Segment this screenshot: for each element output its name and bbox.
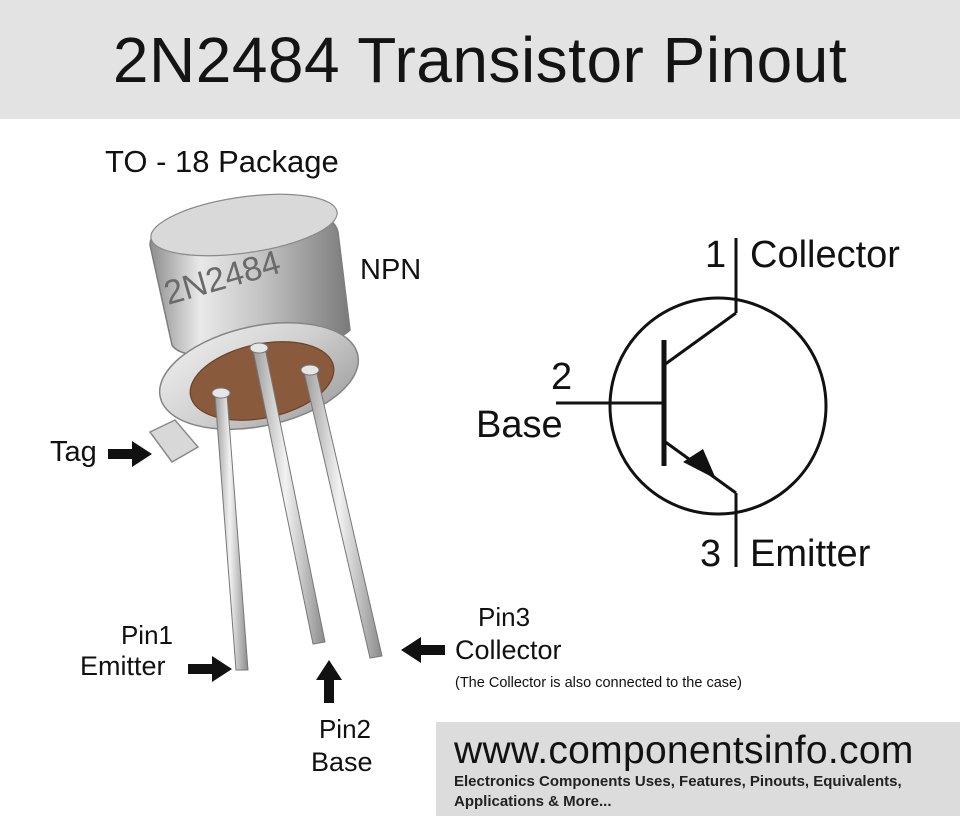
pin1-arrow [188,656,232,682]
pin1-number-label: Pin1 [120,620,174,650]
lead-emitter [211,387,249,671]
website-link[interactable]: www.componentsinfo.com [454,729,914,772]
lead-collector [300,364,383,659]
collector-label: Collector [750,234,900,276]
title-bar [0,0,960,119]
npn-symbol [556,238,828,567]
symbol-circle [608,296,828,516]
lead-base [249,342,326,645]
emitter-arrow [683,449,716,479]
tag-label: Tag [50,436,97,468]
to18-package: 2N2484 [148,193,383,671]
collector-diagonal [663,311,737,367]
pin2-number-label: Pin2 [318,714,372,744]
case-note: (The Collector is also connected to the … [455,675,742,691]
page-title: 2N2484 Transistor Pinout [112,24,848,96]
footer-tagline: Electronics Components Uses, Features, P… [454,773,902,810]
pin3-arrow [401,637,445,663]
pin3-name-label: Collector [455,635,562,665]
type-label: NPN [360,254,422,286]
emitter-number: 3 [700,533,722,575]
pin2-arrow [316,660,342,703]
collector-number: 1 [705,234,727,276]
package-label: TO - 18 Package [105,144,339,179]
pin1-name-label: Emitter [80,651,166,681]
base-label: Base [476,404,563,446]
base-number: 2 [551,356,573,398]
footer-panel [436,722,960,816]
tag-arrow [108,441,152,467]
case-top [150,193,338,257]
pin2-name-label: Base [311,747,373,777]
pin3-number-label: Pin3 [478,602,531,632]
case-tag [148,419,200,463]
emitter-label: Emitter [750,533,871,575]
